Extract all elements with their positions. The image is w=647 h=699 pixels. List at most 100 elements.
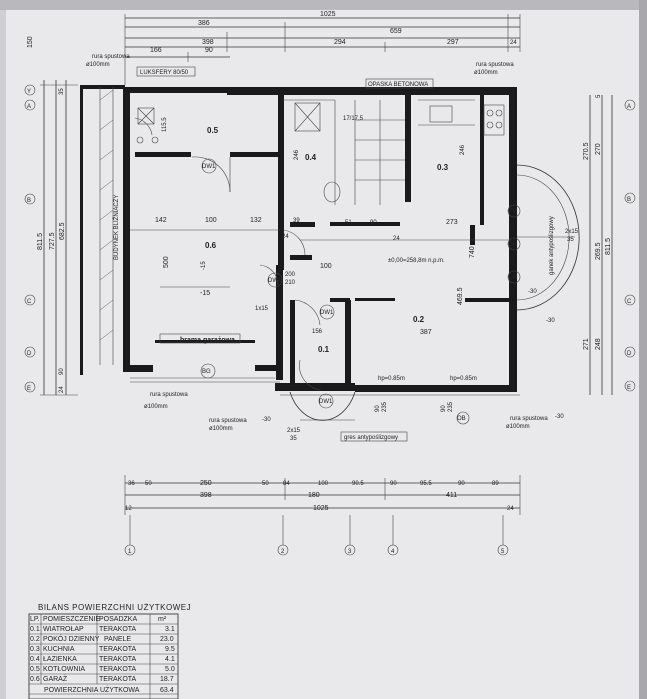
dim-35-b: 35 [290, 436, 297, 442]
cell-room: POKÓJ DZIENNY [43, 634, 100, 643]
top-dimensions: 1025 386 659 398 294 297 24 166 90 [124, 11, 521, 85]
sill-height-1: hp=0.85m [378, 376, 405, 382]
dim-24-bot: 24 [507, 506, 514, 512]
dim-273: 273 [446, 219, 458, 226]
cell-area: 9.5 [165, 646, 175, 653]
dim-1x15: 1x15 [255, 306, 269, 312]
axis-a-right: A [627, 104, 631, 110]
right-axis-markers: A B C D E [624, 99, 636, 392]
dim-200: 200 [285, 272, 296, 278]
dim-246-b: 246 [460, 144, 466, 155]
door-dw1-a: DW1 [202, 164, 216, 170]
th-room: POMIESZCZENIE [43, 616, 101, 623]
dim-5: 5 [596, 94, 602, 98]
axis-c-right: C [627, 299, 632, 305]
boiler [137, 107, 155, 125]
dim-84: 84 [283, 481, 290, 487]
dim-2x15-b: 2x15 [287, 428, 301, 434]
door-dw1-c: DW1 [320, 310, 334, 316]
cell-lp: 0.6 [30, 676, 40, 683]
cell-area: 4.1 [165, 656, 175, 663]
room-0-6: 0.6 [205, 241, 217, 250]
shower-fixture [294, 102, 321, 132]
bottom-axis-markers: 1 2 3 4 5 [124, 544, 509, 556]
thin-lines [99, 87, 520, 396]
dim-270-5: 270.5 [583, 142, 590, 160]
dim-90-left: 90 [59, 368, 65, 375]
dim-210: 210 [285, 280, 296, 286]
dim-294: 294 [334, 39, 346, 46]
axis-3: 3 [348, 549, 352, 555]
axis-e-right: E [627, 385, 631, 391]
axis-y-left: Y [27, 89, 31, 95]
door-swings [134, 117, 321, 391]
sheet-right-edge [639, 0, 647, 699]
drain-bottom-right-diam: ø100mm [506, 424, 530, 430]
fixtures [136, 102, 505, 203]
level-datum: ±0,00=258,8m n.p.m. [388, 258, 445, 264]
garage-door-bg: BG [202, 369, 211, 375]
axis-5: 5 [501, 549, 505, 555]
sheet-left-edge [0, 0, 6, 699]
cell-area: 23.0 [160, 636, 174, 643]
dim-1025-top: 1025 [320, 11, 336, 18]
dim-50-a: 50 [145, 481, 152, 487]
dim-115-5: 115.5 [162, 117, 168, 132]
dim-270: 270 [595, 143, 602, 155]
cell-lp: 0.3 [30, 646, 40, 653]
left-axis-markers: Y A B C D E [24, 84, 36, 393]
axis-e-left: E [27, 386, 31, 392]
right-dimensions: 270.5 270 269.5 811.5 271 248 5 [583, 94, 613, 395]
dim-166: 166 [150, 47, 162, 54]
room-0-4: 0.4 [305, 153, 317, 162]
dim-36: 36 [128, 481, 135, 487]
stove [483, 104, 505, 136]
cell-room: KUCHNIA [43, 646, 75, 653]
level-30-a: -30 [528, 289, 537, 295]
dim-248: 248 [595, 338, 602, 350]
drain-top-right: rura spustowa [476, 62, 514, 68]
window-ob-1: OB [508, 209, 517, 215]
cell-area: 3.1 [165, 626, 175, 633]
door-dw1-d: DW1 [319, 399, 333, 405]
area-table: BILANS POWIERZCHNI UŻYTKOWEJ LP. POMIESZ… [28, 603, 191, 699]
interior-dims: 115.5 142 100 132 500 39 24 51 90 273 24… [155, 116, 579, 442]
dim-35-left: 35 [59, 88, 65, 95]
glass-block-label: LUKSFERY 80/50 [140, 70, 189, 76]
dim-297: 297 [447, 39, 459, 46]
drain-bottom-mid-diam: ø100mm [209, 426, 233, 432]
dim-100-bot: 100 [318, 481, 329, 487]
level-15-b: -15 [200, 290, 210, 297]
drain-bottom-left: rura spustowa [150, 392, 188, 398]
th-lp: LP. [30, 616, 40, 623]
drain-top-left: rura spustowa [92, 54, 130, 60]
concrete-band-label: OPASKA BETONOWA [368, 82, 428, 88]
cell-lp: 0.1 [30, 626, 40, 633]
dim-90-bot-a: 90 [390, 481, 397, 487]
kitchen-sink [429, 105, 453, 123]
dim-387: 387 [420, 329, 432, 336]
cell-lp: 0.4 [30, 656, 40, 663]
cell-lp: 0.5 [30, 666, 40, 673]
dim-811-5-right: 811.5 [605, 238, 612, 255]
cell-floor: TERAKOTA [99, 626, 137, 633]
axis-d-right: D [627, 351, 632, 357]
dim-235-a: 235 [382, 401, 388, 412]
dim-89: 89 [492, 481, 499, 487]
dim-90-bot-b: 90 [458, 481, 465, 487]
th-area: m² [158, 616, 167, 623]
sheet-top-edge [0, 0, 647, 10]
drain-top-right-diam: ø100mm [474, 70, 498, 76]
room-0-3: 0.3 [437, 163, 449, 172]
room-0-2: 0.2 [413, 315, 425, 324]
window-ob-2: OB [508, 242, 517, 248]
sill-height-2: hp=0.85m [450, 376, 477, 382]
dim-95-5: 95.5 [420, 481, 432, 487]
cell-floor: TERAKOTA [99, 666, 137, 673]
door-dw1-b: DW1 [268, 278, 282, 284]
axis-2: 2 [281, 549, 285, 555]
door-markers: DW1 DW1 DW1 DW1 BG OB OB OB OB [200, 158, 521, 425]
dim-90-top: 90 [205, 47, 213, 54]
drain-top-left-diam: ø100mm [86, 62, 110, 68]
